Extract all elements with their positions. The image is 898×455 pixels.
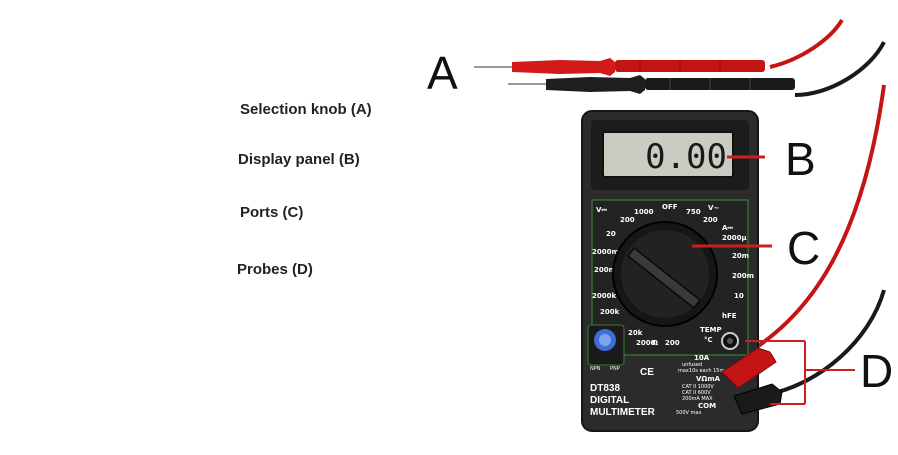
black-plug bbox=[733, 383, 783, 415]
black-cable bbox=[794, 41, 886, 97]
selection-knob bbox=[612, 221, 718, 327]
svg-text:200: 200 bbox=[665, 339, 680, 347]
legend-item-display-panel: Display panel (B) bbox=[238, 151, 360, 168]
svg-text:200m: 200m bbox=[594, 266, 616, 274]
svg-text:TEMP: TEMP bbox=[700, 326, 722, 334]
ce-mark: CE bbox=[640, 367, 654, 378]
svg-text:750: 750 bbox=[686, 208, 701, 216]
svg-text:COM: COM bbox=[698, 402, 716, 410]
model-label: DT838 bbox=[590, 383, 620, 394]
callout-a: A bbox=[427, 47, 458, 99]
svg-text:NPN: NPN bbox=[590, 366, 601, 372]
svg-text:CAT II 1000V: CAT II 1000V bbox=[682, 384, 714, 390]
svg-text:PNP: PNP bbox=[610, 366, 620, 372]
svg-text:max10s each 15m: max10s each 15m bbox=[678, 368, 724, 374]
svg-text:20k: 20k bbox=[628, 329, 643, 337]
svg-text:CAT II 600V: CAT II 600V bbox=[682, 390, 711, 396]
ports: 10A VΩmA COM bbox=[694, 332, 739, 410]
svg-text:V⎓: V⎓ bbox=[596, 206, 607, 214]
svg-text:unfused: unfused bbox=[682, 362, 702, 368]
svg-text:10A: 10A bbox=[694, 354, 710, 362]
display-panel: 0.00 bbox=[602, 131, 734, 178]
brand-line-3: MULTIMETER bbox=[590, 407, 656, 418]
svg-text:1000: 1000 bbox=[634, 208, 654, 216]
red-cable bbox=[769, 18, 844, 69]
svg-text:20: 20 bbox=[606, 230, 616, 238]
svg-text:2000k: 2000k bbox=[592, 292, 616, 300]
red-plug bbox=[721, 347, 777, 389]
svg-text:20m: 20m bbox=[732, 252, 749, 260]
svg-text:200m: 200m bbox=[732, 272, 754, 280]
svg-text:500V max: 500V max bbox=[676, 410, 701, 416]
legend-item-ports: Ports (C) bbox=[240, 204, 304, 221]
callout-d: D bbox=[860, 345, 893, 397]
transistor-socket: NPN PNP bbox=[587, 324, 625, 372]
callout-b: B bbox=[785, 133, 816, 185]
svg-text:hFE: hFE bbox=[722, 312, 737, 320]
black-probe bbox=[508, 75, 795, 94]
display-reading: 0.00 bbox=[645, 137, 727, 177]
svg-text:2000: 2000 bbox=[636, 339, 656, 347]
svg-text:°C: °C bbox=[704, 336, 713, 344]
legend-item-selection-knob: Selection knob (A) bbox=[240, 101, 372, 118]
svg-text:VΩmA: VΩmA bbox=[696, 375, 721, 383]
black-cable-lower bbox=[764, 289, 886, 397]
svg-text:200k: 200k bbox=[600, 308, 620, 316]
brand-line-2: DIGITAL bbox=[590, 395, 629, 406]
svg-text:V~: V~ bbox=[708, 204, 719, 212]
svg-text:200: 200 bbox=[703, 216, 718, 224]
red-cable-lower bbox=[743, 84, 886, 357]
svg-text:A⎓: A⎓ bbox=[722, 224, 733, 232]
svg-text:200: 200 bbox=[620, 216, 635, 224]
svg-text:2000μ: 2000μ bbox=[722, 234, 747, 242]
svg-text:2000m: 2000m bbox=[592, 248, 619, 256]
svg-text:Ω: Ω bbox=[652, 339, 658, 347]
svg-text:200mA MAX: 200mA MAX bbox=[682, 396, 713, 402]
red-probe bbox=[474, 58, 765, 76]
callout-c: C bbox=[787, 222, 820, 274]
svg-text:10: 10 bbox=[734, 292, 744, 300]
legend-item-probes: Probes (D) bbox=[237, 261, 313, 278]
svg-text:OFF: OFF bbox=[662, 203, 678, 211]
callout-bracket-d bbox=[745, 340, 855, 405]
